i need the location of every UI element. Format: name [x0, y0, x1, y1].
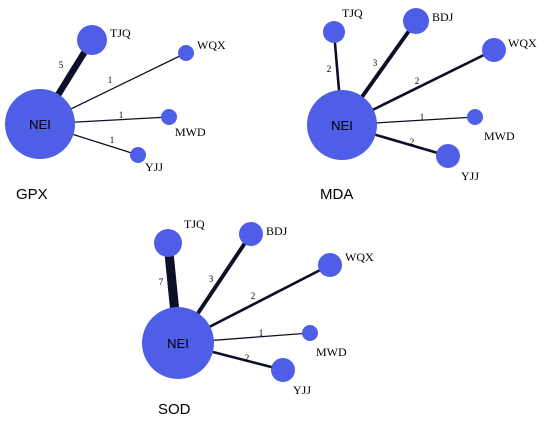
edge-weight-tjq: 2 [327, 64, 332, 74]
hub-label: NEI [331, 118, 353, 133]
edge-weight-wqx: 2 [415, 76, 420, 86]
hub-label: NEI [167, 336, 189, 351]
hub-node [5, 89, 75, 159]
node-wqx [318, 253, 342, 277]
edge-weight-mwd: 1 [119, 110, 124, 120]
node-mwd [467, 109, 483, 125]
node-label-tjq: TJQ [110, 26, 131, 40]
node-label-bdj: BDJ [432, 10, 454, 24]
node-tjq [323, 21, 345, 43]
node-label-wqx: WQX [197, 38, 226, 52]
node-label-mwd: MWD [484, 129, 515, 143]
node-bdj [239, 222, 263, 246]
node-yjj [436, 144, 460, 168]
edge-weight-yjj: 2 [245, 353, 250, 363]
node-label-bdj: BDJ [266, 224, 288, 238]
edge-weight-bdj: 3 [373, 58, 378, 68]
node-yjj [271, 358, 295, 382]
panel-title: SOD [158, 401, 191, 418]
edge-weight-mwd: 1 [259, 328, 264, 338]
node-label-wqx: WQX [508, 36, 537, 50]
edge-weight-tjq: 7 [159, 277, 164, 287]
hub-node [142, 307, 214, 379]
node-label-tjq: TJQ [342, 6, 363, 20]
node-tjq [154, 229, 182, 257]
hub-node [307, 90, 377, 160]
node-mwd [302, 325, 318, 341]
node-label-yjj: YJJ [293, 383, 311, 397]
node-label-tjq: TJQ [184, 217, 205, 231]
edge-weight-tjq: 5 [59, 60, 64, 70]
node-tjq [77, 25, 107, 55]
node-wqx [482, 38, 506, 62]
panel-title: GPX [16, 186, 48, 203]
node-label-mwd: MWD [175, 125, 206, 139]
edge-weight-yjj: 1 [110, 135, 115, 145]
edge-weight-yjj: 2 [410, 137, 415, 147]
edge-weight-bdj: 3 [209, 274, 214, 284]
node-wqx [178, 45, 194, 61]
edge-weight-wqx: 1 [108, 75, 113, 85]
panel-title: MDA [320, 186, 353, 203]
edge-weight-mwd: 1 [420, 112, 425, 122]
node-bdj [403, 8, 429, 34]
node-label-mwd: MWD [316, 345, 347, 359]
edge-weight-wqx: 2 [251, 291, 256, 301]
hub-label: NEI [29, 117, 51, 132]
node-mwd [161, 109, 177, 125]
node-label-yjj: YJJ [145, 160, 163, 174]
node-label-yjj: YJJ [461, 169, 479, 183]
node-yjj [130, 147, 146, 163]
node-label-wqx: WQX [345, 250, 374, 264]
